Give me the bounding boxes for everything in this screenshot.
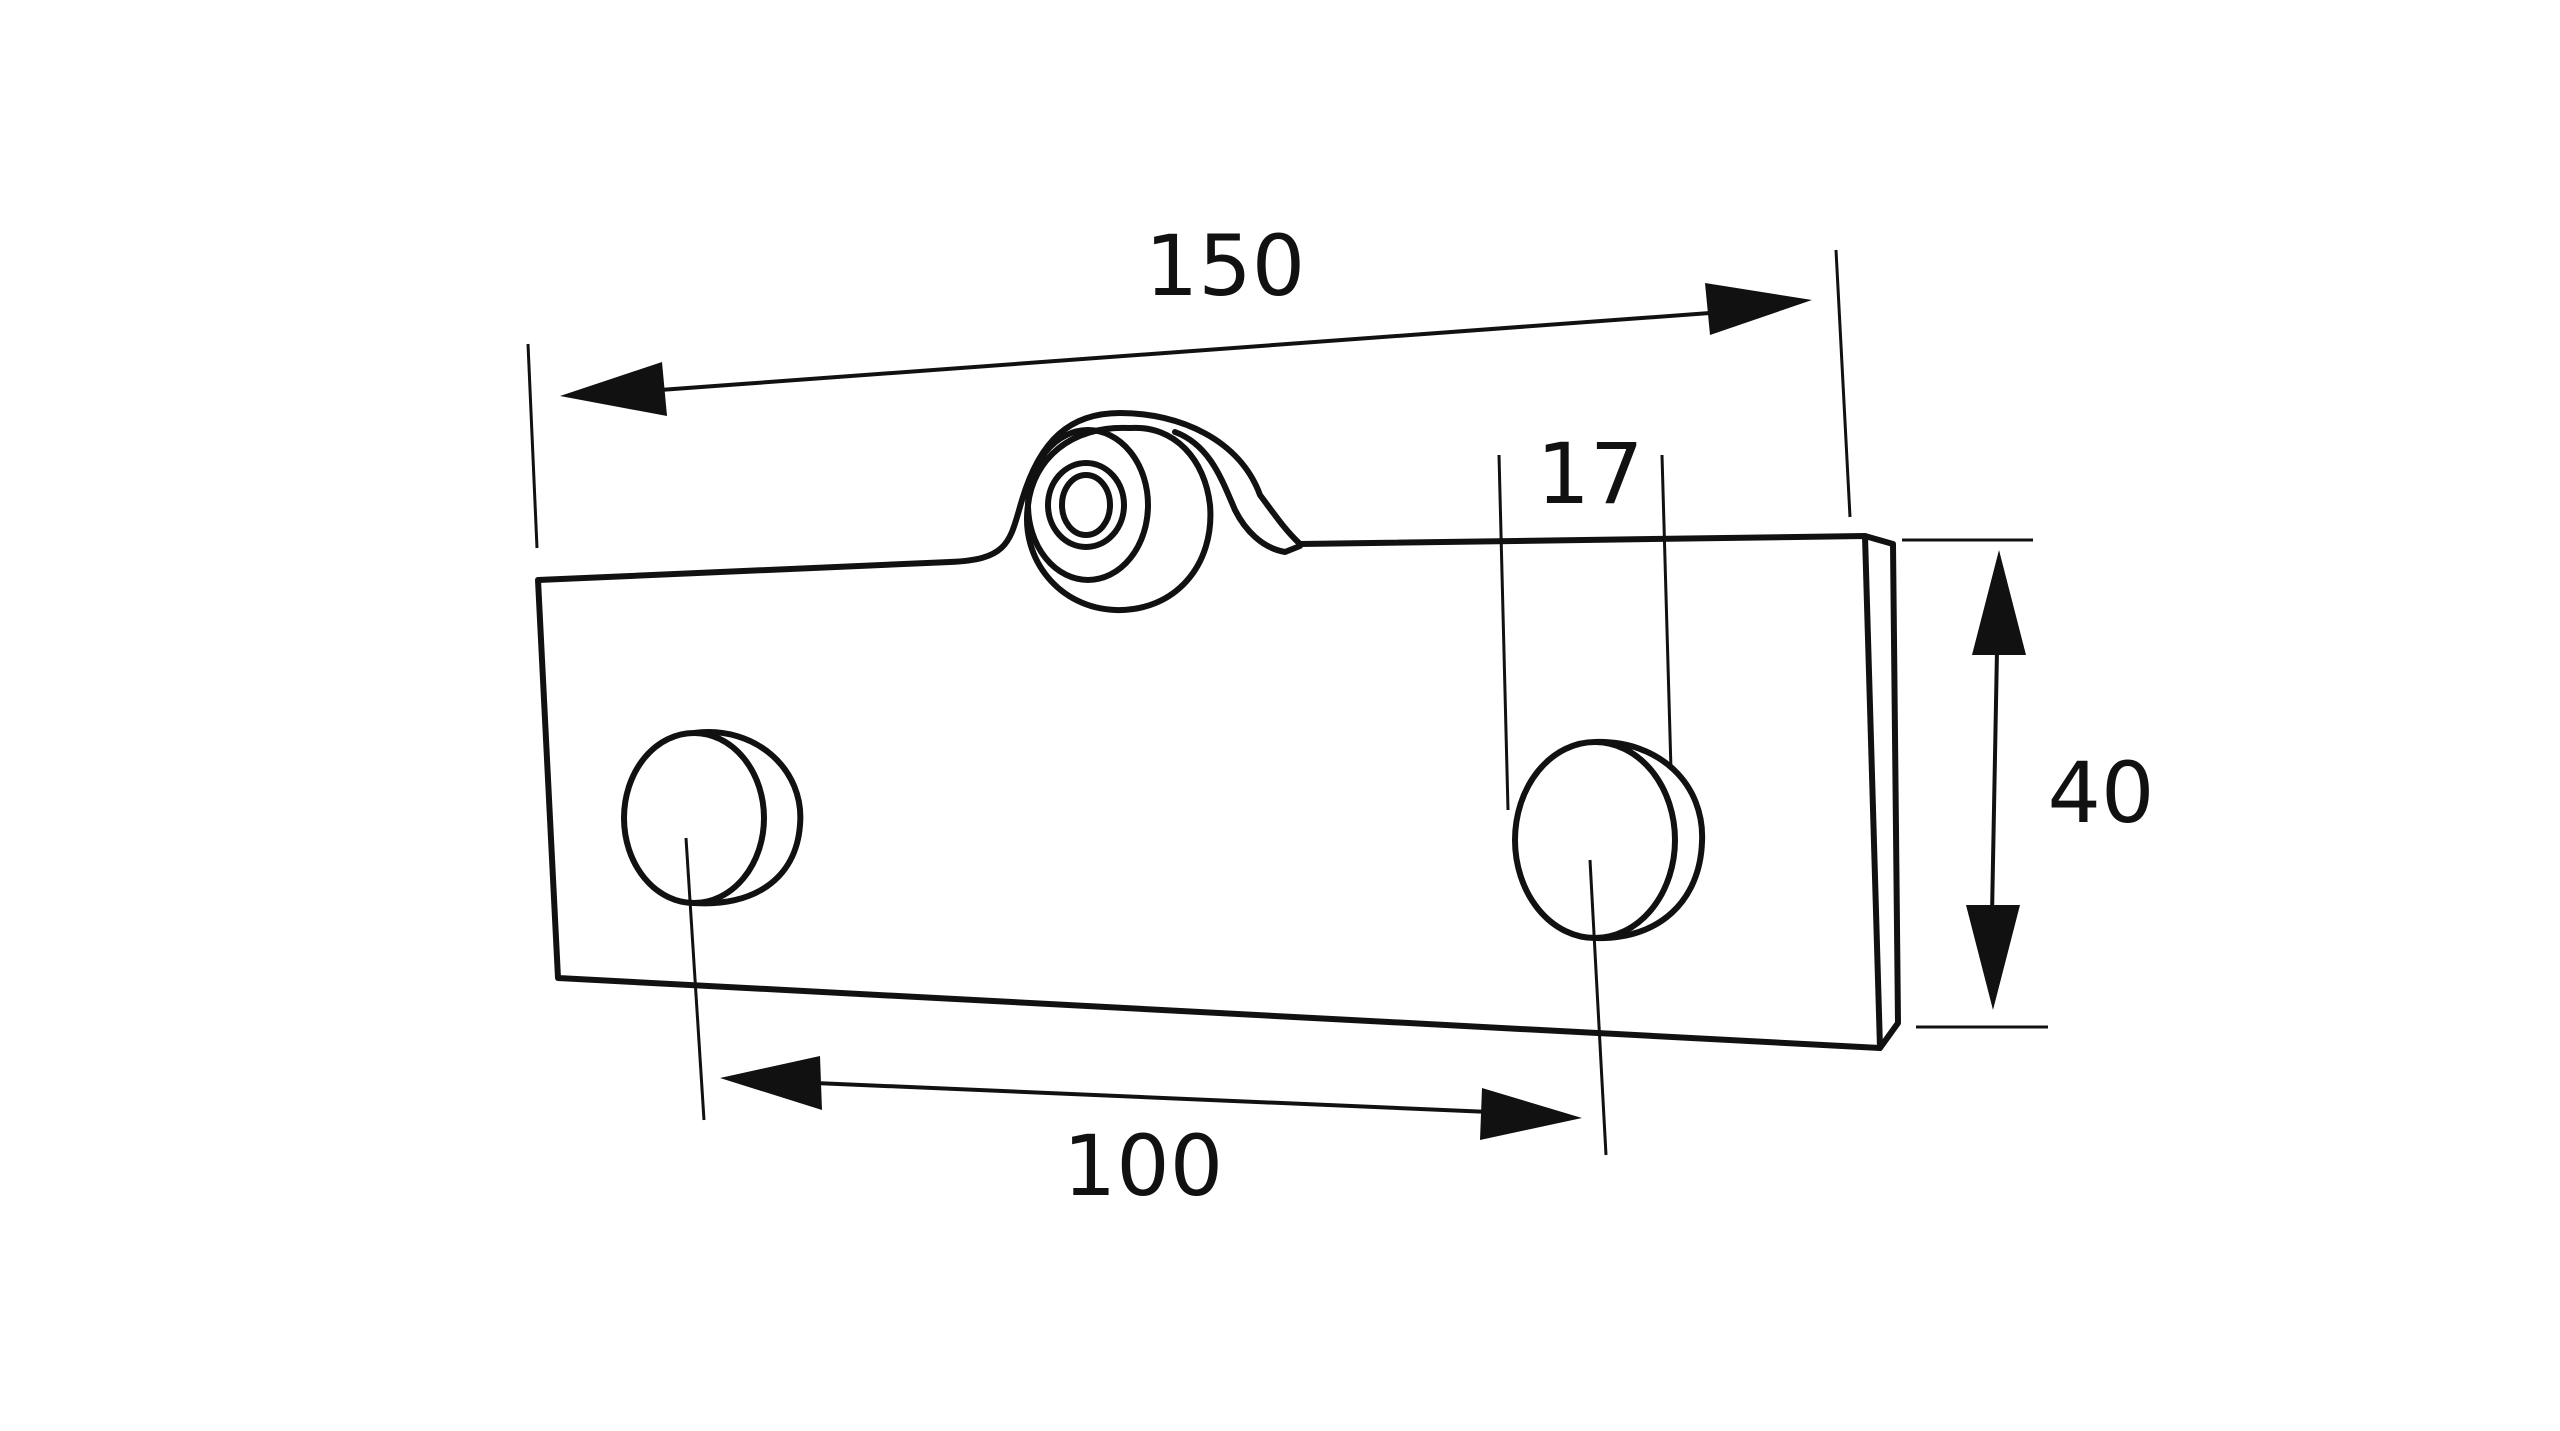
ext-line-left-150 <box>526 343 539 549</box>
knuckle-pin-outer <box>1045 460 1127 550</box>
hole-right-chamfer <box>1592 738 1706 942</box>
knuckle-outer-curl <box>1024 424 1214 614</box>
knuckle-leaf-fold <box>1172 429 1303 555</box>
knuckle-barrel <box>1025 427 1151 583</box>
hole-left <box>621 730 767 906</box>
dimension-overall-length: 150 <box>560 217 1812 416</box>
arrowhead-150-right <box>1705 283 1812 335</box>
mounting-holes <box>621 729 1706 942</box>
arrowhead-150-left <box>560 362 667 416</box>
hole-right <box>1512 739 1678 941</box>
dim-line-40 <box>1990 649 1999 916</box>
arrowhead-40-bottom <box>1966 905 2020 1010</box>
label-17: 17 <box>1537 425 1644 523</box>
plate-outline <box>535 410 1901 1051</box>
ext-line-17-left <box>1497 454 1510 811</box>
label-150: 150 <box>1145 217 1305 315</box>
plate-edge-thickness <box>1862 533 1901 1051</box>
ext-line-right-150 <box>1834 249 1852 518</box>
hinge-knuckle <box>1024 424 1303 614</box>
dim-line-100 <box>814 1081 1491 1114</box>
extension-lines <box>526 249 2048 1156</box>
arrowhead-40-top <box>1972 550 2026 655</box>
centerline-hole-left <box>684 837 706 1121</box>
label-40: 40 <box>2048 744 2155 842</box>
ext-line-17-right <box>1660 454 1673 771</box>
hole-left-chamfer <box>691 729 804 907</box>
dimension-hole-spacing: 100 <box>720 1056 1582 1215</box>
knuckle-pin-inner <box>1059 472 1113 538</box>
arrowhead-100-right <box>1480 1088 1582 1140</box>
label-100: 100 <box>1063 1117 1223 1215</box>
dimension-hole-diameter: 17 <box>1537 425 1644 523</box>
arrowhead-100-left <box>720 1056 822 1110</box>
plate-body <box>535 410 1883 1051</box>
dimension-height: 40 <box>1966 550 2154 1010</box>
centerline-hole-right <box>1588 859 1608 1156</box>
dim-line-150 <box>659 311 1711 392</box>
